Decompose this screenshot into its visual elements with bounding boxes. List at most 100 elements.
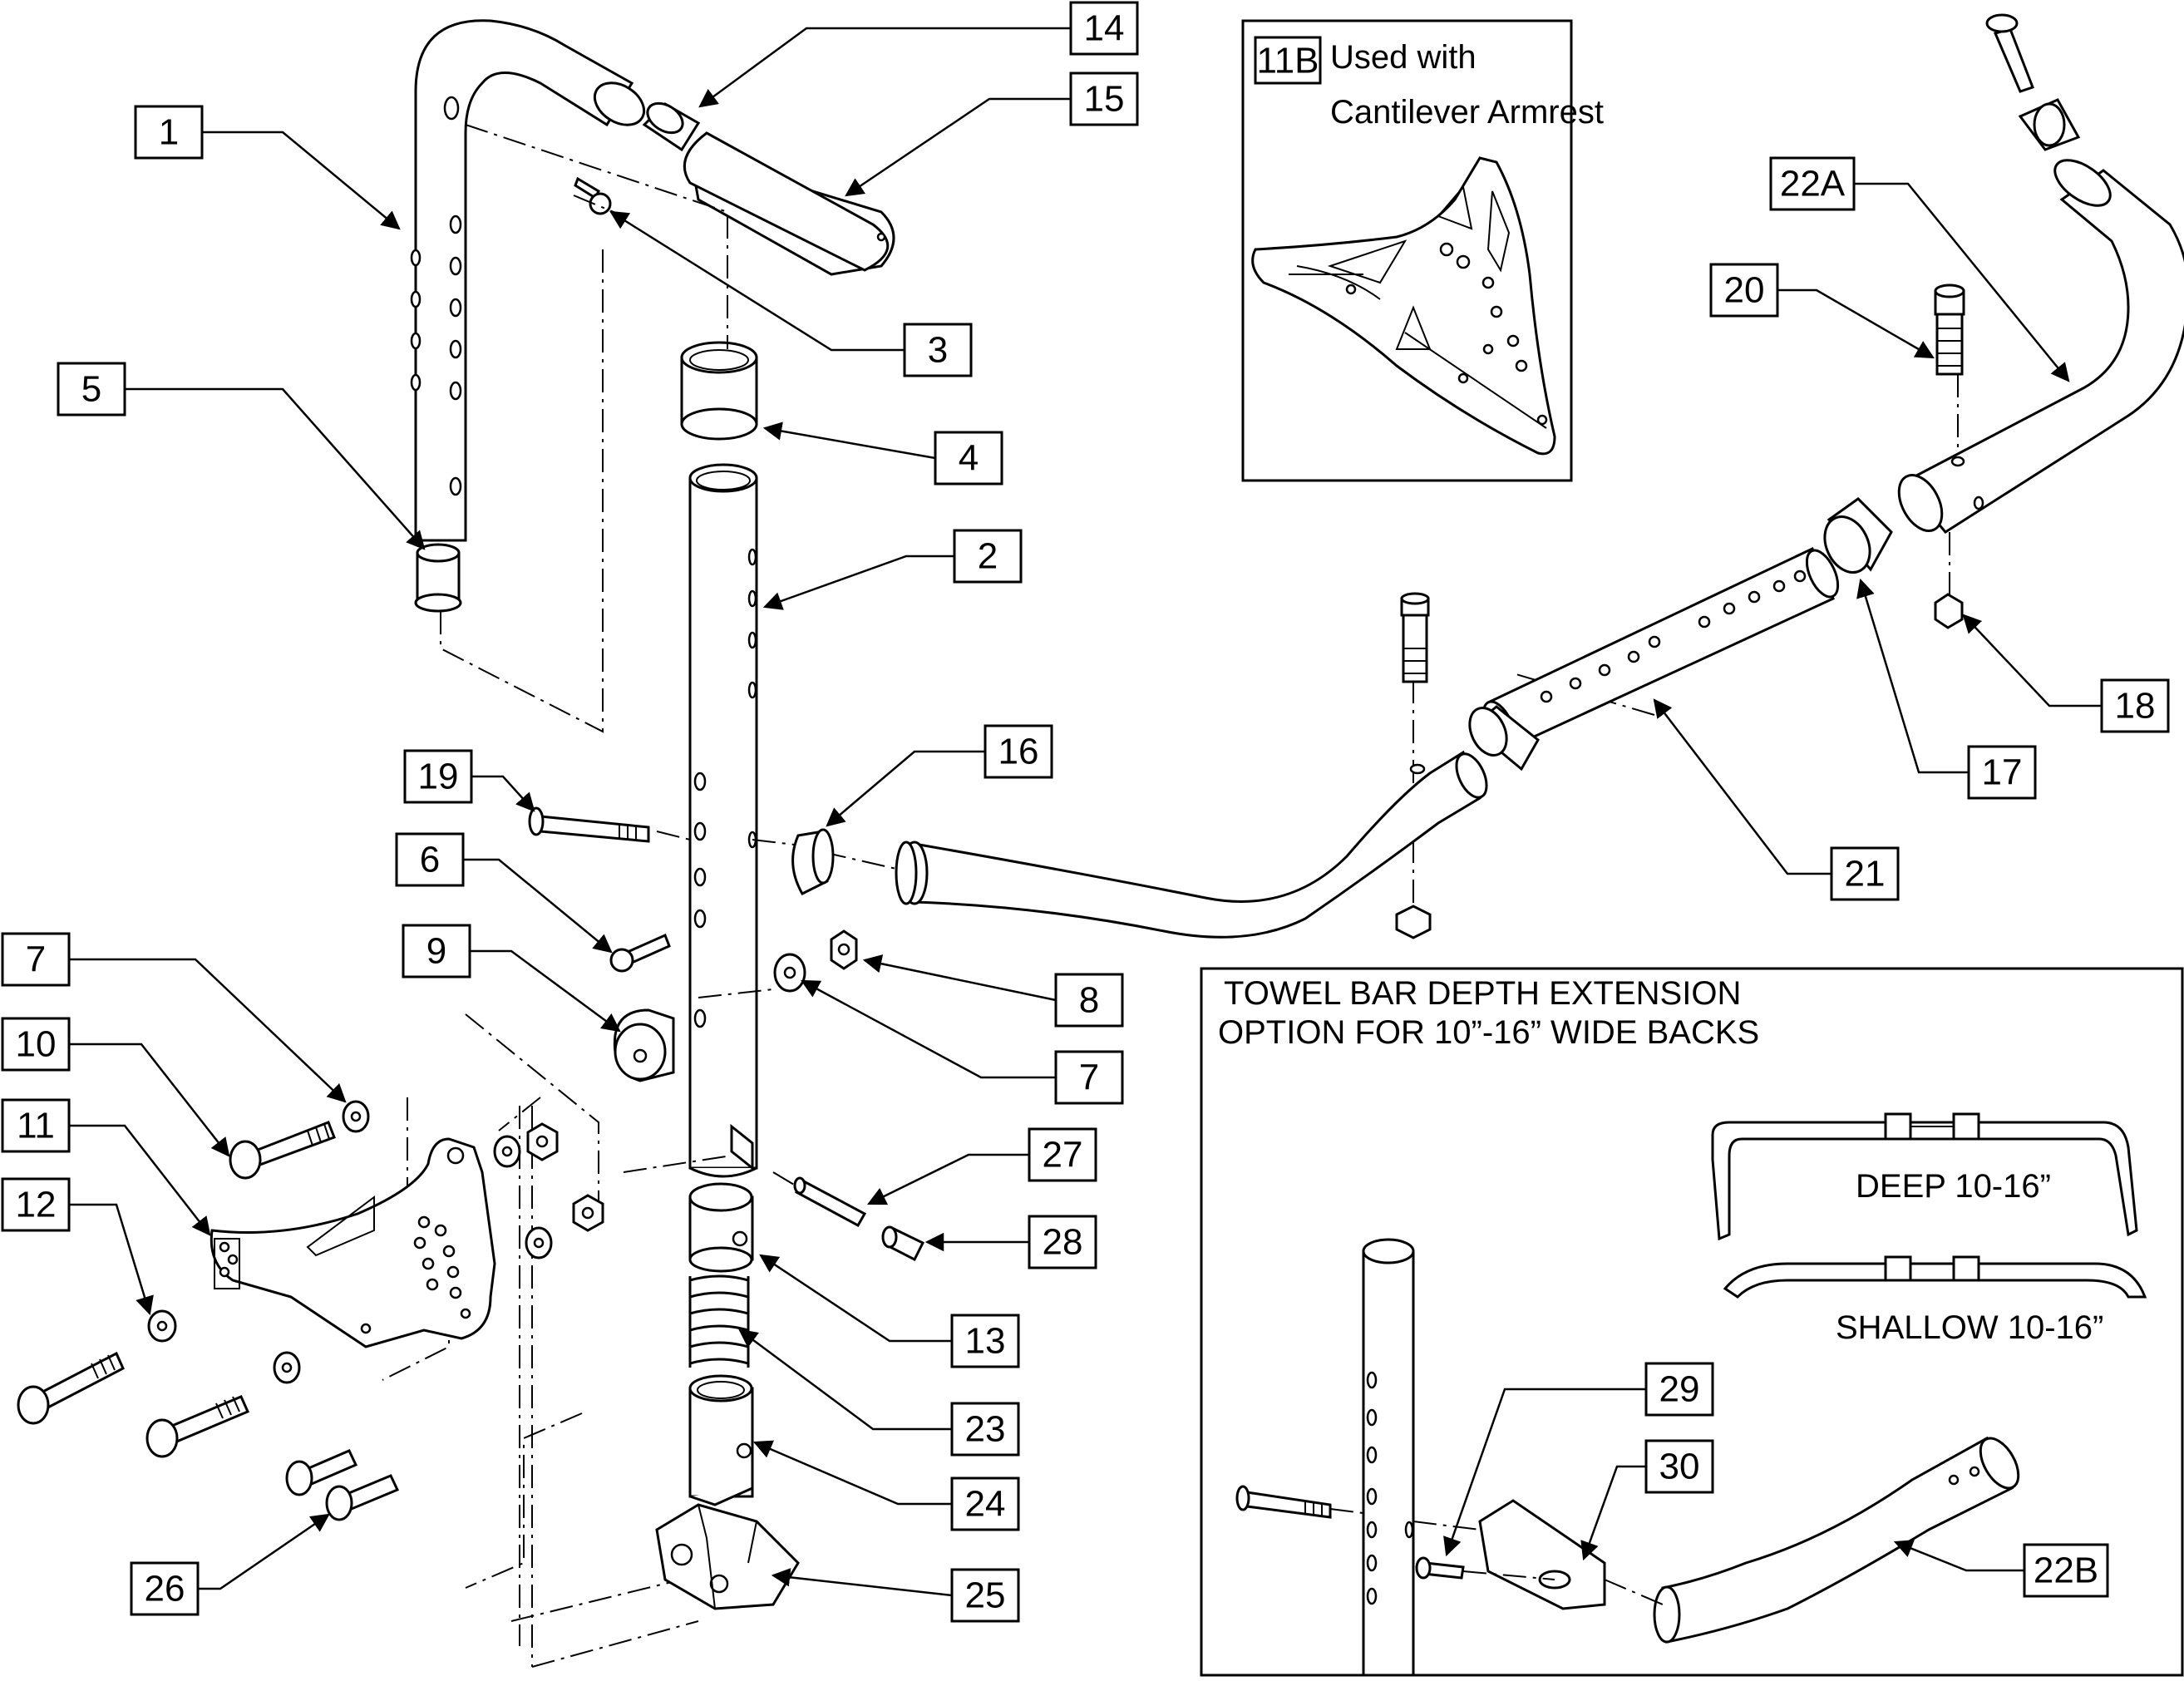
callout-27-text: 27 bbox=[1043, 1135, 1083, 1176]
part-8-nut bbox=[830, 929, 858, 970]
callout-29-text: 29 bbox=[1659, 1369, 1700, 1410]
part-3-screw bbox=[574, 176, 612, 215]
deep-label: DEEP 10-16” bbox=[1856, 1168, 2051, 1205]
callout-7-right: 7 bbox=[801, 979, 1124, 1105]
callout-16-text: 16 bbox=[998, 732, 1039, 772]
callout-6: 6 bbox=[395, 832, 613, 954]
callout-2-text: 2 bbox=[978, 536, 998, 577]
part-4-collar bbox=[680, 341, 758, 441]
callout-3: 3 bbox=[609, 210, 973, 377]
callout-11b: 11B bbox=[1256, 41, 1319, 81]
callout-25-text: 25 bbox=[965, 1575, 1006, 1616]
part-16-plug bbox=[791, 828, 835, 895]
callout-11: 11 bbox=[1, 1098, 211, 1236]
callout-28-text: 28 bbox=[1043, 1222, 1083, 1263]
part-7-washer-left bbox=[342, 1100, 370, 1133]
nuts-washers-plate bbox=[493, 1122, 604, 1260]
nut-vertical bbox=[1395, 905, 1432, 939]
callout-7-left: 7 bbox=[1, 932, 347, 1103]
part-1-push-handle bbox=[410, 19, 646, 542]
part-21-sleeve bbox=[1481, 546, 1840, 750]
callout-9: 9 bbox=[402, 924, 621, 1033]
callout-1: 1 bbox=[134, 105, 401, 230]
callout-3-text: 3 bbox=[928, 330, 948, 371]
part-19-bolt bbox=[528, 806, 650, 843]
part-9-spacer bbox=[613, 1008, 675, 1082]
part-28-sleeve bbox=[881, 1225, 925, 1262]
shallow-bar bbox=[1723, 1262, 2147, 1299]
callout-22a-text: 22A bbox=[1780, 164, 1846, 205]
part-17-clip bbox=[1823, 497, 1893, 574]
callout-12: 12 bbox=[1, 1177, 154, 1316]
towel-title-line1: TOWEL BAR DEPTH EXTENSION bbox=[1224, 975, 1741, 1012]
callout-28: 28 bbox=[924, 1215, 1097, 1269]
callout-27: 27 bbox=[866, 1127, 1097, 1205]
callout-17-text: 17 bbox=[1982, 752, 2023, 793]
part-23-spring bbox=[688, 1274, 750, 1368]
callout-17: 17 bbox=[1856, 578, 2037, 800]
callout-13-text: 13 bbox=[965, 1321, 1006, 1362]
shallow-label: SHALLOW 10-16” bbox=[1836, 1309, 2103, 1346]
callout-22b-text: 22B bbox=[2034, 1550, 2098, 1591]
callout-16: 16 bbox=[826, 724, 1053, 827]
inset-towel-bar: TOWEL BAR DEPTH EXTENSION OPTION FOR 10”… bbox=[1200, 967, 2184, 1677]
callout-30-text: 30 bbox=[1659, 1447, 1700, 1487]
callout-5-text: 5 bbox=[81, 369, 101, 410]
part-15-grip bbox=[683, 131, 895, 276]
callout-29: 29 bbox=[1443, 1362, 1714, 1557]
part-20-bolt bbox=[1934, 283, 1965, 376]
callout-26-text: 26 bbox=[145, 1569, 185, 1610]
inset-11b-line2: Cantilever Armrest bbox=[1330, 94, 1604, 131]
callout-6-text: 6 bbox=[420, 840, 440, 880]
part-14-plug bbox=[642, 101, 701, 152]
callout-23: 23 bbox=[738, 1329, 1020, 1457]
callout-14: 14 bbox=[698, 1, 1139, 108]
callout-box-11b bbox=[1254, 36, 1322, 85]
callout-23-text: 23 bbox=[965, 1409, 1006, 1450]
callout-18: 18 bbox=[1962, 614, 2170, 733]
callout-10-text: 10 bbox=[16, 1024, 57, 1065]
part-7-washer-right bbox=[773, 953, 806, 993]
callout-24: 24 bbox=[752, 1440, 1020, 1531]
callout-15: 15 bbox=[845, 71, 1139, 197]
inset-11b: 11B Used with Cantilever Armrest bbox=[1241, 19, 1604, 482]
part-horizontal-tube bbox=[895, 750, 1488, 939]
callout-layer: 1 2 3 4 5 6 7 7 8 9 10 11 12 13 14 15 16… bbox=[1, 1, 2170, 1623]
callout-4: 4 bbox=[762, 421, 1003, 486]
part-12-bolts bbox=[17, 1309, 301, 1458]
callout-19: 19 bbox=[403, 749, 535, 812]
callout-26: 26 bbox=[130, 1513, 330, 1616]
part-27-pin bbox=[793, 1176, 867, 1228]
callout-7-left-text: 7 bbox=[26, 939, 46, 980]
callout-4-text: 4 bbox=[959, 438, 979, 479]
callout-21: 21 bbox=[1653, 698, 1900, 901]
part-11-mounting-plate bbox=[210, 1137, 496, 1348]
part-24-lower-tube bbox=[688, 1374, 754, 1506]
callout-18-text: 18 bbox=[2115, 686, 2156, 727]
callout-21-text: 21 bbox=[1845, 854, 1886, 895]
callout-7-right-text: 7 bbox=[1079, 1057, 1099, 1098]
part-10-bolt bbox=[229, 1121, 336, 1180]
part-26-screws bbox=[285, 1449, 400, 1521]
callout-11-text: 11 bbox=[17, 1106, 55, 1146]
part-2-upright-tube bbox=[688, 463, 758, 1178]
callout-1-text: 1 bbox=[159, 112, 179, 153]
callout-22a: 22A bbox=[1769, 156, 2070, 382]
part-13-collar bbox=[688, 1182, 754, 1273]
part-22a-bent-tube bbox=[1897, 159, 2184, 534]
cap-22a bbox=[1985, 13, 2081, 151]
towel-title-line2: OPTION FOR 10”-16” WIDE BACKS bbox=[1218, 1014, 1759, 1051]
callout-5: 5 bbox=[57, 362, 426, 550]
part-25-clamp bbox=[655, 1503, 800, 1610]
callout-13: 13 bbox=[759, 1254, 1020, 1368]
clip-left bbox=[1468, 705, 1540, 771]
callout-20-text: 20 bbox=[1724, 270, 1765, 311]
callout-30: 30 bbox=[1580, 1439, 1714, 1561]
callout-20: 20 bbox=[1709, 263, 1935, 359]
part-5-insert bbox=[414, 543, 462, 613]
callout-22b: 22B bbox=[1893, 1540, 2109, 1598]
part-6-screw bbox=[609, 933, 671, 973]
deep-bar bbox=[1711, 1121, 2138, 1241]
callout-2: 2 bbox=[762, 529, 1023, 610]
callout-9-text: 9 bbox=[426, 931, 446, 972]
